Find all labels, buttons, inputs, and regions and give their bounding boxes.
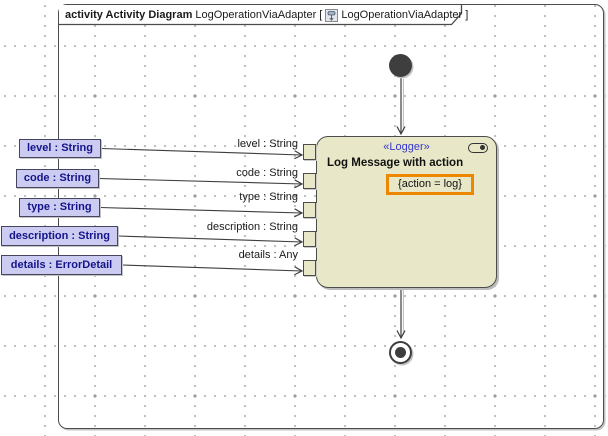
input-pin-details[interactable] — [303, 260, 316, 276]
parameter-node-level[interactable]: level : String — [19, 139, 101, 158]
input-pin-description[interactable] — [303, 231, 316, 247]
parameter-node-description[interactable]: description : String — [1, 226, 118, 246]
flow-label-type[interactable]: type : String — [239, 191, 298, 203]
header-close-bracket: ] — [465, 9, 469, 21]
parameter-node-type[interactable]: type : String — [19, 198, 100, 217]
flow-label-details[interactable]: details : Any — [238, 249, 298, 261]
action-tagged-value[interactable]: {action = log} — [386, 174, 474, 195]
behavior-pill-icon — [468, 143, 488, 153]
flow-label-description[interactable]: description : String — [206, 221, 298, 233]
activity-final-node[interactable] — [389, 341, 412, 364]
input-pin-code[interactable] — [303, 173, 316, 189]
action-node-log-message[interactable]: «Logger» Log Message with action {action… — [316, 136, 497, 288]
action-name: Log Message with action — [327, 157, 464, 169]
header-keyword: activity Activity Diagram — [65, 9, 193, 21]
header-open-bracket: [ — [319, 9, 323, 21]
input-pin-type[interactable] — [303, 202, 316, 218]
flow-label-code[interactable]: code : String — [236, 167, 298, 179]
diagram-header-title: activity Activity Diagram LogOperationVi… — [65, 8, 468, 22]
input-pin-level[interactable] — [303, 144, 316, 160]
initial-node[interactable] — [389, 54, 412, 77]
parameter-node-code[interactable]: code : String — [16, 169, 99, 188]
flow-label-level[interactable]: level : String — [237, 138, 298, 150]
activity-final-inner-dot — [395, 347, 406, 358]
header-context-name: LogOperationViaAdapter — [195, 9, 317, 21]
header-diagram-name: LogOperationViaAdapter — [341, 9, 463, 21]
activity-diagram-icon — [325, 8, 339, 22]
parameter-node-details[interactable]: details : ErrorDetail — [1, 255, 122, 275]
action-stereotype: «Logger» — [383, 141, 430, 153]
